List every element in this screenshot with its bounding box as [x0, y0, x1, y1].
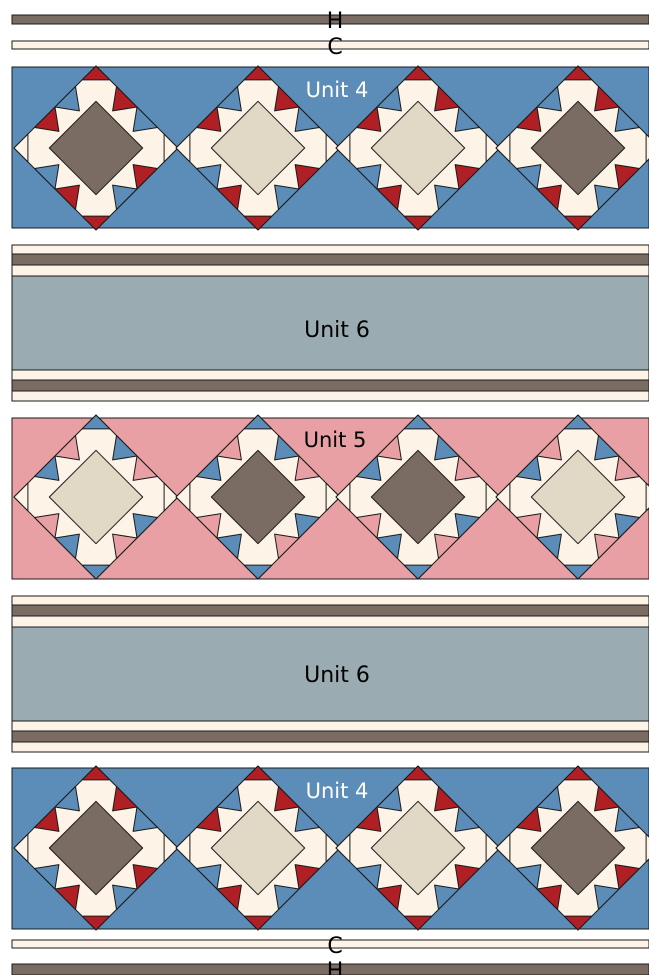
unit-4-top-label: Unit 4 [306, 78, 369, 102]
unit-6-b: Unit 6 [12, 596, 649, 752]
unit-4-top: Unit 4 [12, 66, 649, 230]
unit-6-a-taupe-1 [12, 254, 649, 265]
unit-6-b-label: Unit 6 [304, 663, 370, 688]
unit-6-b-taupe-2 [12, 731, 649, 742]
unit-6-b-cream-2 [12, 616, 649, 627]
unit-5: Unit 5 [12, 415, 649, 579]
unit-6-a-cream-3 [12, 370, 649, 380]
unit-5-label: Unit 5 [304, 428, 367, 452]
unit-4-bottom-label: Unit 4 [306, 779, 369, 803]
unit-4-bottom: Unit 4 [12, 766, 649, 930]
unit-6-a-taupe-2 [12, 380, 649, 391]
unit-6-b-taupe-1 [12, 605, 649, 616]
label-c-top: C [327, 35, 342, 60]
unit-6-b-cream-1 [12, 596, 649, 605]
unit-6-a-cream-4 [12, 391, 649, 401]
unit-6-a-cream-2 [12, 265, 649, 276]
label-c-bottom: C [327, 934, 342, 959]
unit-6-a-label: Unit 6 [304, 318, 370, 343]
unit-6-a: Unit 6 [12, 245, 649, 401]
unit-6-b-cream-3 [12, 721, 649, 731]
label-h-bottom: H [327, 959, 344, 975]
label-h-top: H [327, 9, 344, 34]
unit-6-a-cream-1 [12, 245, 649, 254]
unit-6-b-cream-4 [12, 742, 649, 752]
